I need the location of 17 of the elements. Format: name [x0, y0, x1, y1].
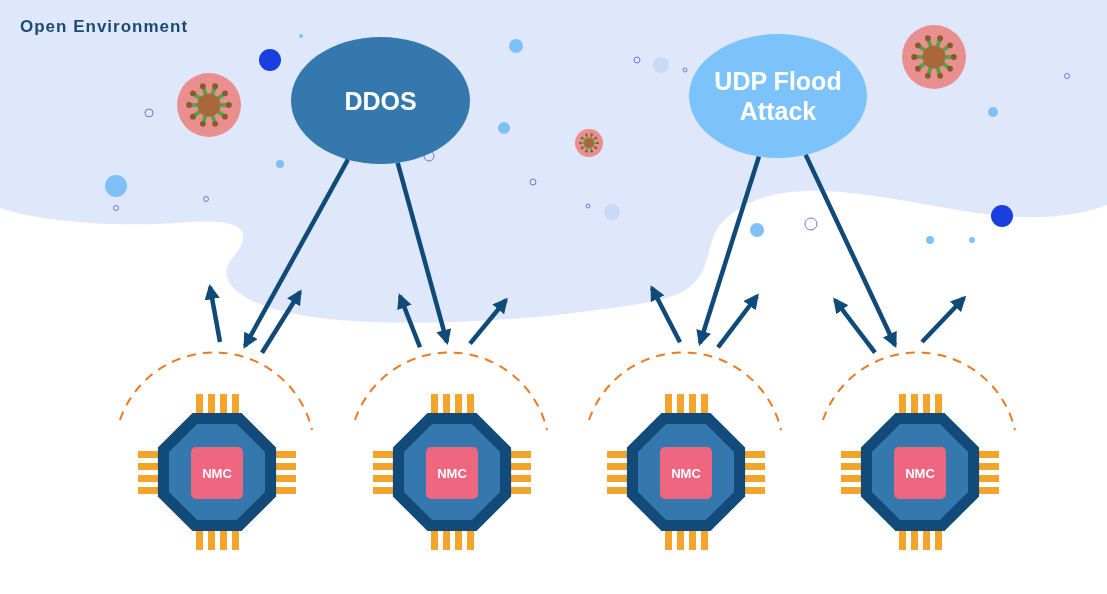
arrow — [260, 289, 302, 354]
chip-label: NMC — [426, 447, 478, 499]
arrow — [716, 293, 759, 349]
arrow — [395, 162, 452, 346]
chip-label: NMC — [191, 447, 243, 499]
chip-label: NMC — [660, 447, 712, 499]
arrow — [204, 284, 223, 343]
arrow — [243, 158, 350, 349]
region-label: Open Environment — [20, 17, 189, 37]
chip-label: NMC — [894, 447, 946, 499]
arrow — [397, 293, 423, 349]
arrow — [833, 297, 877, 355]
arrow — [920, 295, 967, 344]
arrow — [468, 297, 508, 346]
arrow — [650, 285, 682, 344]
arrow — [803, 153, 898, 348]
arrow — [696, 155, 762, 346]
